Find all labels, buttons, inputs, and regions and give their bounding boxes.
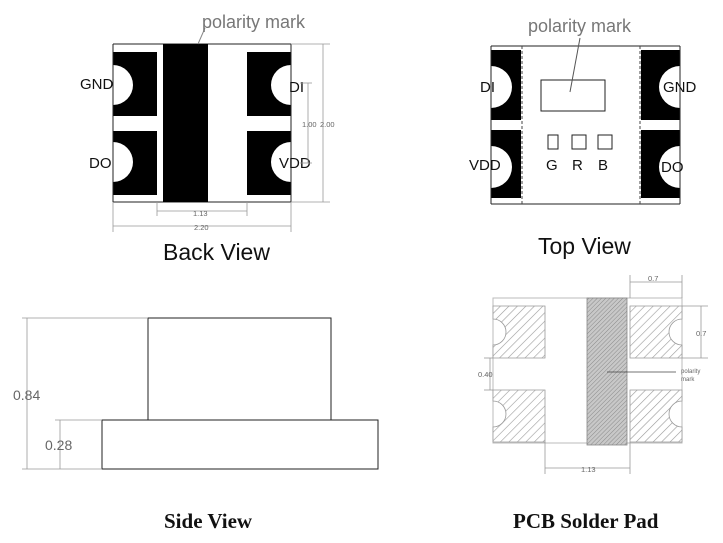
back-view-pad-vdd [247, 131, 291, 195]
back-view-pin-di: DI [289, 79, 304, 96]
top-view-chip-r [571, 134, 587, 150]
back-view: polarity mark GND DO DI VDD 1.00 2.00 1.… [80, 12, 335, 265]
pcb-dim-pad-width: 0.7 [648, 274, 658, 283]
top-view-title: Top View [538, 233, 631, 259]
top-view-pad-do [641, 130, 680, 198]
pcb-dim-band: 1.13 [581, 465, 596, 474]
back-view-dim-band: 1.13 [193, 209, 208, 218]
top-view-pin-gnd: GND [663, 79, 697, 96]
pcb-dim-gap: 0.40 [478, 370, 493, 379]
back-view-pad-di [247, 52, 291, 116]
top-view-chip-b [597, 134, 613, 150]
pcb-polarity-label-1: polarity [681, 369, 700, 375]
back-view-pad-gnd [113, 52, 157, 116]
back-view-pin-do: DO [89, 155, 112, 172]
back-view-title: Back View [163, 239, 270, 265]
back-view-pad-do [113, 131, 157, 195]
back-view-center-band [163, 44, 208, 202]
side-view: 0.84 0.28 Side View [13, 317, 379, 533]
back-view-pin-vdd: VDD [279, 155, 311, 172]
top-view-pin-vdd: VDD [469, 157, 501, 174]
pcb-pad-bottom-right [629, 389, 683, 443]
top-view-pad-di [491, 50, 521, 120]
top-view-pad-vdd [491, 130, 521, 198]
top-view-chip-g [547, 134, 559, 150]
top-view-pin-do: DO [661, 159, 684, 176]
top-view-channel-g: G [546, 157, 558, 174]
back-view-polarity-leader [197, 27, 206, 45]
back-view-polarity-label: polarity mark [202, 12, 306, 32]
back-view-dim-gap: 1.00 [302, 120, 317, 129]
side-view-title: Side View [164, 509, 253, 533]
side-view-base [101, 419, 379, 470]
pcb-pad-top-left [492, 305, 546, 359]
pcb-center-band [586, 297, 628, 446]
side-view-lens [147, 317, 332, 421]
back-view-dim-height: 2.00 [320, 120, 335, 129]
side-view-dim-total: 0.84 [13, 387, 40, 403]
back-view-pin-gnd: GND [80, 76, 114, 93]
top-view-polarity-label: polarity mark [528, 16, 632, 36]
top-view: polarity mark G R B DI VDD GND DO Top Vi… [469, 16, 701, 259]
pcb-title: PCB Solder Pad [513, 509, 659, 533]
pcb-pad-top-right [629, 305, 683, 359]
pcb-pad-bottom-left [492, 389, 546, 443]
side-view-dim-base: 0.28 [45, 437, 72, 453]
back-view-dim-width: 2.20 [194, 223, 209, 232]
top-view-polarity-window [540, 79, 606, 112]
pcb-dim-pad-height: 0.7 [696, 329, 706, 338]
top-view-pin-di: DI [480, 79, 495, 96]
pcb-solder-pad: polarity mark 0.7 0.7 0.40 1.13 PCB Sold… [478, 274, 708, 533]
top-view-channel-r: R [572, 157, 583, 174]
top-view-pad-gnd [641, 50, 680, 120]
top-view-polarity-leader [569, 37, 581, 93]
pcb-polarity-label-2: mark [681, 377, 695, 383]
top-view-channel-b: B [598, 157, 608, 174]
